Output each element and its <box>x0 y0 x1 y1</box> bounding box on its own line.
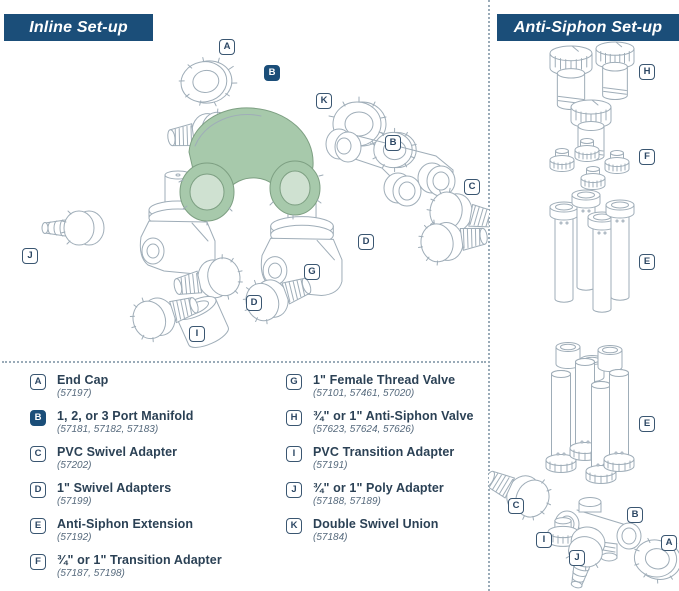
legend-item-numbers: (57192) <box>57 532 92 543</box>
legend-item-name: Double Swivel Union <box>313 517 439 531</box>
legend-item-pvc-transition-adapter: I PVC Transition Adapter (57191) <box>286 445 481 472</box>
legend-item-name: 1" Swivel Adapters <box>57 481 172 495</box>
legend-item-numbers: (57623, 57624, 57626) <box>313 424 415 435</box>
horizontal-dotted-divider <box>2 361 486 363</box>
diagram-label-b: B <box>385 135 401 151</box>
diagram-label-e: E <box>639 416 655 432</box>
legend-item-name: ¾" or 1" Poly Adapter <box>313 481 444 495</box>
diagram-label-b: B <box>627 507 643 523</box>
legend-item-double-swivel-union: K Double Swivel Union (57184) <box>286 517 481 544</box>
legend-key-k: K <box>286 518 302 534</box>
diagram-label-a: A <box>219 39 235 55</box>
legend-item-swivel-adapters: D 1" Swivel Adapters (57199) <box>30 481 265 508</box>
legend-key-g: G <box>286 374 302 390</box>
legend-item-anti-siphon-valve: H ¾" or 1" Anti-Siphon Valve (57623, 576… <box>286 409 481 436</box>
coupler-part <box>597 345 623 372</box>
diagram-label-i: I <box>536 532 552 548</box>
anti-siphon-extension-part <box>549 201 579 303</box>
legend-item-numbers: (57187, 57198) <box>57 568 125 579</box>
legend-item-female-thread-valve: G 1" Female Thread Valve (57101, 57461, … <box>286 373 481 400</box>
diagram-label-c: C <box>508 498 524 514</box>
diagram-label-j: J <box>569 550 585 566</box>
inline-diagram <box>41 51 489 354</box>
diagram-label-f: F <box>639 149 655 165</box>
legend-item-name: PVC Swivel Adapter <box>57 445 178 459</box>
diagram-label-d: D <box>358 234 374 250</box>
transition-adapter-part <box>604 150 630 174</box>
diagram-label-e: E <box>639 254 655 270</box>
legend-item-name: ¾" or 1" Transition Adapter <box>57 553 222 567</box>
legend-item-name: 1" Female Thread Valve <box>313 373 456 387</box>
legend-key-e: E <box>30 518 46 534</box>
diagram-label-c: C <box>464 179 480 195</box>
legend-item-numbers: (57101, 57461, 57020) <box>313 388 415 399</box>
legend-item-name: 1, 2, or 3 Port Manifold <box>57 409 194 423</box>
legend-item-numbers: (57181, 57182, 57183) <box>57 424 159 435</box>
legend-item-pvc-swivel-adapter: C PVC Swivel Adapter (57202) <box>30 445 265 472</box>
diagram-label-g: G <box>304 264 320 280</box>
legend-item-end-cap: A End Cap (57197) <box>30 373 265 400</box>
diagram-label-i: I <box>189 326 205 342</box>
legend-item-numbers: (57184) <box>313 532 348 543</box>
legend-item-name: End Cap <box>57 373 109 387</box>
legend-key-j: J <box>286 482 302 498</box>
diagram-label-k: K <box>316 93 332 109</box>
diagram-label-h: H <box>639 64 655 80</box>
legend-item-numbers: (57199) <box>57 496 92 507</box>
legend-item-port-manifold: B 1, 2, or 3 Port Manifold (57181, 57182… <box>30 409 265 436</box>
legend-key-f: F <box>30 554 46 570</box>
vertical-dotted-divider <box>488 0 490 591</box>
legend-item-numbers: (57191) <box>313 460 348 471</box>
legend-key-c: C <box>30 446 46 462</box>
legend-key-b-highlighted: B <box>30 410 46 426</box>
legend-key-i: I <box>286 446 302 462</box>
diagram-label-b-highlighted: B <box>264 65 280 81</box>
transition-adapter-part <box>580 166 606 190</box>
legend-item-numbers: (57188, 57189) <box>313 496 381 507</box>
anti-siphon-valve-part <box>595 41 635 100</box>
legend-item-name: ¾" or 1" Anti-Siphon Valve <box>313 409 474 423</box>
legend-item-numbers: (57202) <box>57 460 92 471</box>
legend-item-transition-adapter: F ¾" or 1" Transition Adapter (57187, 57… <box>30 553 265 580</box>
legend-column-1: A End Cap (57197) B 1, 2, or 3 Port Mani… <box>30 373 265 580</box>
diagram-label-j: J <box>22 248 38 264</box>
inline-setup-header: Inline Set-up <box>4 14 153 41</box>
anti-siphon-setup-header: Anti-Siphon Set-up <box>497 14 679 41</box>
legend-item-name: Anti-Siphon Extension <box>57 517 194 531</box>
anti-siphon-setup-title: Anti-Siphon Set-up <box>513 18 663 36</box>
inline-setup-title: Inline Set-up <box>29 18 128 36</box>
legend-key-h: H <box>286 410 302 426</box>
legend-item-name: PVC Transition Adapter <box>313 445 455 459</box>
poly-adapter-part <box>41 210 105 246</box>
legend-item-anti-siphon-extension: E Anti-Siphon Extension (57192) <box>30 517 265 544</box>
legend-key-d: D <box>30 482 46 498</box>
legend-column-2: G 1" Female Thread Valve (57101, 57461, … <box>286 373 481 544</box>
legend-item-poly-adapter: J ¾" or 1" Poly Adapter (57188, 57189) <box>286 481 481 508</box>
end-cap-part <box>174 51 242 113</box>
diagram-label-d: D <box>246 295 262 311</box>
port-manifold-highlighted-part <box>179 108 323 225</box>
legend-item-numbers: (57197) <box>57 388 92 399</box>
transition-adapter-part <box>549 148 575 172</box>
diagram-label-a: A <box>661 535 677 551</box>
legend-key-a: A <box>30 374 46 390</box>
